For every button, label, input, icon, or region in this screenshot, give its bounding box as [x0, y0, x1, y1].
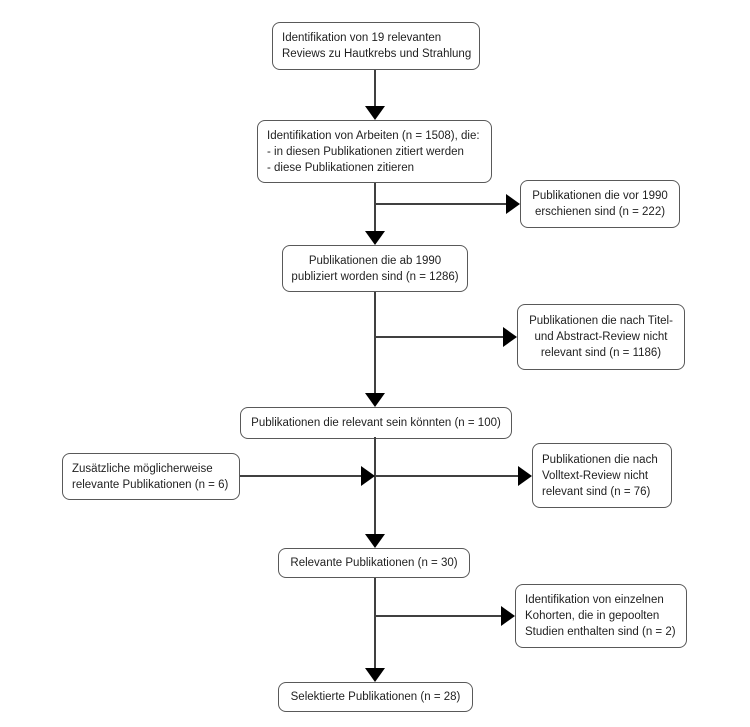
node-text-line: Selektierte Publikationen (n = 28) [290, 691, 461, 703]
node-text-line: Zusätzliche möglicherweise [72, 462, 213, 475]
node-text-line: Kohorten, die in gepoolten [525, 610, 660, 622]
node-excluded-fulltext: Publikationen die nach Volltext-Review n… [532, 443, 672, 508]
connector-relevant-to-selected [374, 578, 376, 669]
arrowhead-right-icon [518, 466, 532, 486]
node-text-line: publiziert worden sind (n = 1286) [291, 270, 459, 283]
node-text-line: relevant sind (n = 76) [542, 485, 651, 498]
node-text-line: Publikationen die relevant sein könnten … [251, 417, 501, 429]
node-text-line: Identifikation von Arbeiten (n = 1508), … [267, 129, 480, 142]
node-text-line: und Abstract-Review nicht [534, 331, 668, 343]
arrowhead-right-icon [506, 194, 520, 214]
arrowhead-down-icon [365, 534, 385, 548]
connector-to-title-abstract [375, 336, 504, 338]
connector-maybe-to-relevant [374, 437, 376, 535]
node-published-after-1990: Publikationen die ab 1990 publiziert wor… [282, 245, 468, 292]
node-text-line: - diese Publikationen zitieren [267, 161, 415, 174]
connector-works-to-post1990 [374, 183, 376, 232]
arrowhead-right-icon [503, 327, 517, 347]
node-text-line: Volltext-Review nicht [542, 469, 649, 482]
arrowhead-down-icon [365, 668, 385, 682]
node-text-line: Publikationen die nach [542, 453, 658, 466]
node-text-line: Identifikation von einzelnen [525, 594, 664, 606]
connector-to-pre1990 [375, 203, 507, 205]
arrowhead-right-icon [361, 466, 375, 486]
node-text-line: erschienen sind (n = 222) [534, 206, 666, 218]
arrowhead-down-icon [365, 393, 385, 407]
arrowhead-right-icon [501, 606, 515, 626]
connector-post1990-to-maybe [374, 292, 376, 394]
node-text-line: Identifikation von 19 relevanten [282, 32, 442, 44]
node-identified-reviews: Identifikation von 19 relevanten Reviews… [272, 22, 480, 70]
arrowhead-down-icon [365, 231, 385, 245]
node-text-line: relevant sind (n = 1186) [540, 347, 662, 359]
node-excluded-title-abstract: Publikationen die nach Titel- und Abstra… [517, 304, 685, 370]
connector-start-to-works [374, 70, 376, 107]
node-text-line: Publikationen die vor 1990 [532, 190, 668, 202]
node-pooled-cohorts: Identifikation von einzelnen Kohorten, d… [515, 584, 687, 648]
node-text-line: Relevante Publikationen (n = 30) [290, 557, 458, 569]
node-text-line: Studien enthalten sind (n = 2) [525, 626, 676, 638]
node-text-line: relevante Publikationen (n = 6) [72, 478, 229, 491]
node-additional-publications: Zusätzliche möglicherweise relevante Pub… [62, 453, 240, 500]
node-text-line: Publikationen die ab 1990 [308, 254, 442, 267]
node-potentially-relevant: Publikationen die relevant sein könnten … [240, 407, 512, 439]
connector-from-additional [240, 475, 362, 477]
arrowhead-down-icon [365, 106, 385, 120]
connector-to-fulltext [375, 475, 519, 477]
node-selected-publications: Selektierte Publikationen (n = 28) [278, 682, 473, 712]
node-relevant-publications: Relevante Publikationen (n = 30) [278, 548, 470, 578]
connector-to-cohorts [375, 615, 502, 617]
node-text-line: Publikationen die nach Titel- [529, 315, 673, 327]
node-excluded-pre-1990: Publikationen die vor 1990 erschienen si… [520, 180, 680, 228]
node-identified-works: Identifikation von Arbeiten (n = 1508), … [257, 120, 492, 183]
node-text-line: - in diesen Publikationen zitiert werden [267, 145, 464, 158]
node-text-line: Reviews zu Hautkrebs und Strahlung [282, 48, 472, 60]
